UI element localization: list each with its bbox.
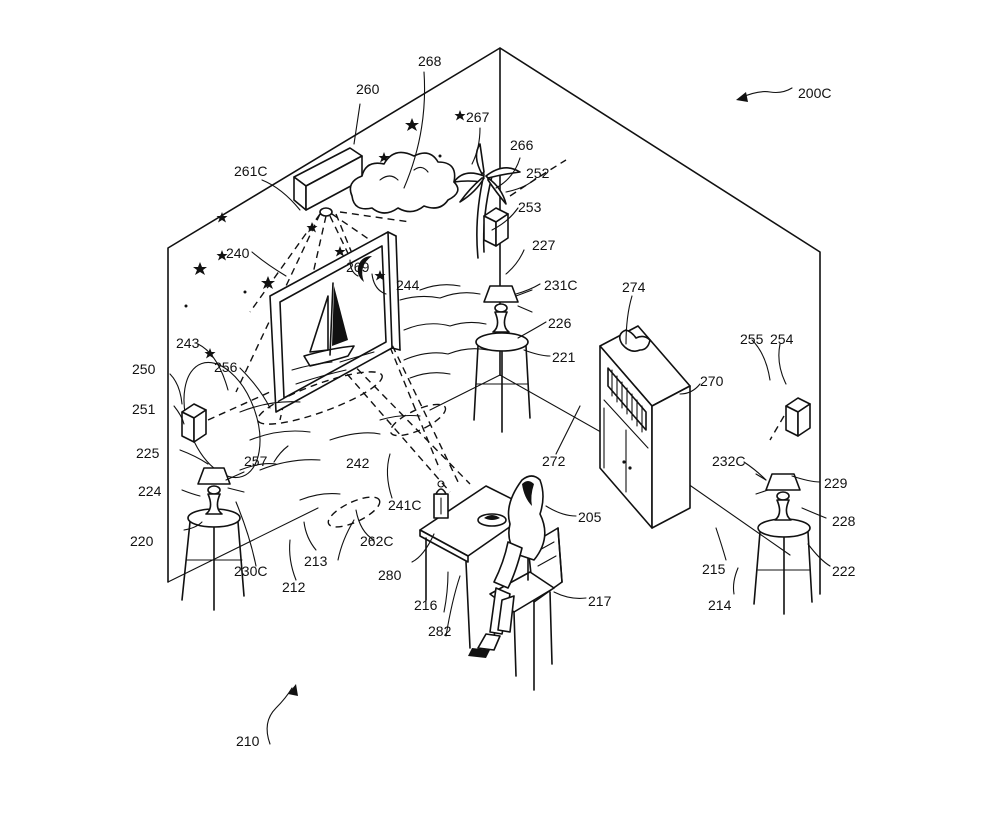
display-240 — [269, 231, 401, 413]
label-230C: 230C — [234, 563, 267, 579]
label-269: 269 — [346, 259, 370, 275]
label-231C: 231C — [544, 277, 577, 293]
lamp-228 — [755, 473, 801, 521]
reference-labels: 200C 205 210 212 213 214 215 216 217 220… — [130, 53, 856, 749]
label-232C: 232C — [712, 453, 745, 469]
label-229: 229 — [824, 475, 848, 491]
label-266: 266 — [510, 137, 534, 153]
label-255: 255 — [740, 331, 764, 347]
label-200C: 200C — [798, 85, 831, 101]
leader-lines — [169, 71, 831, 745]
label-260: 260 — [356, 81, 380, 97]
label-210: 210 — [236, 733, 260, 749]
label-251: 251 — [132, 401, 156, 417]
label-217: 217 — [588, 593, 612, 609]
label-226: 226 — [548, 315, 572, 331]
label-250: 250 — [132, 361, 156, 377]
label-213: 213 — [304, 553, 328, 569]
label-240: 240 — [226, 245, 250, 261]
label-252: 252 — [526, 165, 550, 181]
label-257: 257 — [244, 453, 268, 469]
label-221: 221 — [552, 349, 576, 365]
palm-tree-266 — [453, 143, 521, 259]
label-241C: 241C — [388, 497, 421, 513]
lantern-280 — [433, 480, 449, 519]
label-224: 224 — [138, 483, 162, 499]
stool-221 — [473, 332, 531, 433]
label-216: 216 — [414, 597, 438, 613]
label-214: 214 — [708, 597, 732, 613]
projector-260 — [293, 147, 363, 217]
label-280: 280 — [378, 567, 402, 583]
label-253: 253 — [518, 199, 542, 215]
label-267: 267 — [466, 109, 490, 125]
label-205: 205 — [578, 509, 602, 525]
figurine-274 — [618, 329, 651, 352]
label-227: 227 — [532, 237, 556, 253]
label-254: 254 — [770, 331, 794, 347]
label-242: 242 — [346, 455, 370, 471]
plate-282 — [477, 513, 507, 527]
label-225: 225 — [136, 445, 160, 461]
label-215: 215 — [702, 561, 726, 577]
stool-222 — [753, 518, 813, 615]
label-256: 256 — [214, 359, 238, 375]
label-228: 228 — [832, 513, 856, 529]
sensor-250 — [181, 391, 271, 443]
clouds-268 — [349, 151, 459, 214]
lamp-226 — [483, 285, 533, 333]
stool-220 — [181, 508, 245, 611]
label-243: 243 — [176, 335, 200, 351]
label-272: 272 — [542, 453, 566, 469]
sensor-254 — [769, 397, 811, 441]
wave-projection — [239, 284, 489, 501]
label-220: 220 — [130, 533, 154, 549]
bookshelf-270 — [599, 325, 691, 529]
label-222: 222 — [832, 563, 856, 579]
label-270: 270 — [700, 373, 724, 389]
label-282: 282 — [428, 623, 452, 639]
label-244: 244 — [396, 277, 420, 293]
label-261C: 261C — [234, 163, 267, 179]
label-212: 212 — [282, 579, 306, 595]
label-268: 268 — [418, 53, 442, 69]
lamp-224 — [197, 467, 245, 515]
label-262C: 262C — [360, 533, 393, 549]
person-205 — [468, 475, 546, 658]
label-274: 274 — [622, 279, 646, 295]
